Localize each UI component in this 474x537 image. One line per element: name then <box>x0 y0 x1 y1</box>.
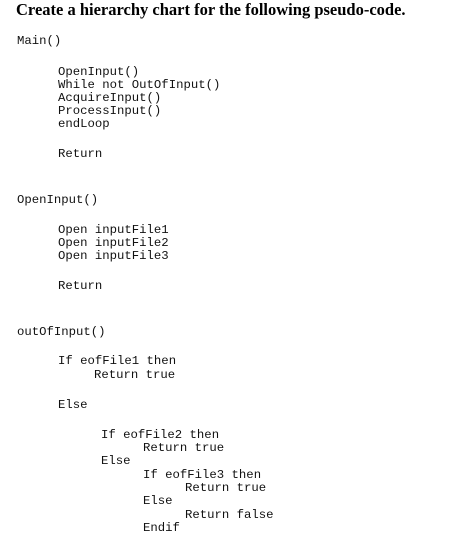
open-input-body-line: Open inputFile3 <box>58 249 169 263</box>
out-of-input-line: Endif <box>143 521 180 535</box>
out-of-input-line: Return false <box>185 508 274 522</box>
main-return-line: Return <box>58 147 103 161</box>
main-body-line: OpenInput() <box>58 65 140 79</box>
out-of-input-line: Else <box>143 494 173 508</box>
out-of-input-line: If eofFile3 then <box>143 468 262 482</box>
out-of-input-line: Else <box>58 398 88 412</box>
main-body-line: AcquireInput() <box>58 91 162 105</box>
open-input-body-line: Open inputFile2 <box>58 236 169 250</box>
main-function-header: Main() <box>17 34 62 48</box>
out-of-input-line: Else <box>101 454 131 468</box>
main-body-line: endLoop <box>58 117 110 131</box>
out-of-input-line: If eofFile2 then <box>101 428 220 442</box>
out-of-input-line: Return true <box>143 441 225 455</box>
out-of-input-function-header: outOfInput() <box>17 325 106 339</box>
open-input-return-line: Return <box>58 279 103 293</box>
out-of-input-line: Return true <box>185 481 267 495</box>
open-input-body-line: Open inputFile1 <box>58 223 169 237</box>
out-of-input-line: If eofFile1 then <box>58 354 177 368</box>
open-input-function-header: OpenInput() <box>17 193 99 207</box>
main-body-line: While not OutOfInput() <box>58 78 221 92</box>
main-body-line: ProcessInput() <box>58 104 162 118</box>
question-title: Create a hierarchy chart for the followi… <box>16 0 406 19</box>
out-of-input-line: Return true <box>94 368 176 382</box>
